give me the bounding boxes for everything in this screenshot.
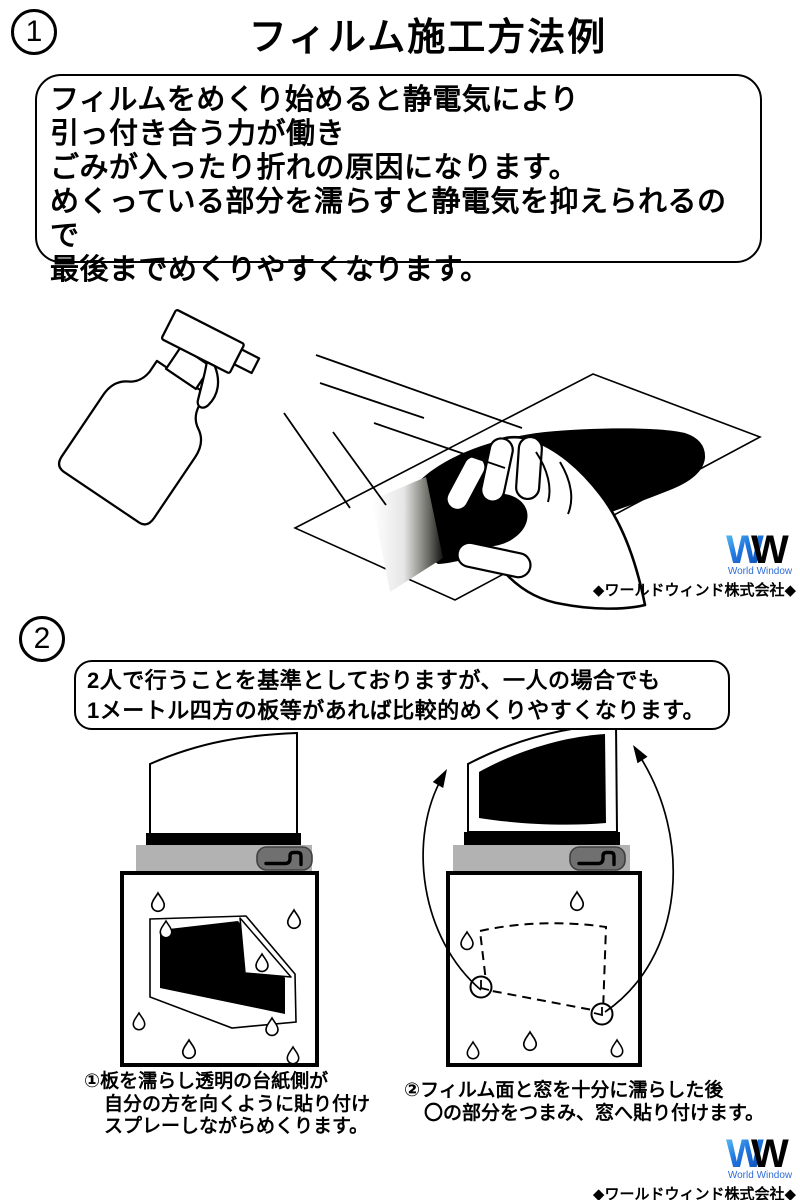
transfer-arrow-right: [604, 751, 674, 1013]
company-name: ◆ワールドウィンド株式会社◆: [592, 1186, 796, 1200]
spray-lines: [283, 354, 523, 509]
finger: [480, 437, 514, 503]
caption-line: スプレーしながらめくります。: [104, 1116, 369, 1137]
svg-text:World Window: World Window: [728, 1170, 793, 1181]
door-handle-icon: [255, 845, 314, 872]
hand-peeling-film: [445, 435, 647, 610]
note-box-2: 2人で行うことを基準としておりますが、一人の場合でも 1メートル四方の板等があれ…: [74, 660, 730, 730]
note-line: めくっている部分を濡らすと静電気を抑えられるので: [50, 186, 727, 252]
note-line: フィルムをめくり始めると静電気により: [50, 84, 580, 116]
world-window-logo: W W World Window ◆ワールドウィンド株式会社◆: [580, 530, 796, 600]
note-line: 1メートル四方の板等があれば比較的めくりやすくなります。: [87, 698, 706, 723]
spray-bottle-illustration: [57, 309, 261, 526]
door-handle-icon: [568, 845, 627, 872]
caption-right: ②フィルム面と窓を十分に濡らした後 〇の部分をつまみ、窓へ貼り付けます。: [404, 1080, 764, 1125]
step-number-1: 1: [11, 9, 57, 55]
pinched-film-corner: [456, 493, 528, 547]
caption-left: ①板を濡らし透明の台紙側が 自分の方を向くように貼り付け スプレーしながらめくり…: [84, 1071, 370, 1139]
film-dashed-outline: [478, 922, 608, 1014]
page-title: フィルム施工方法例: [248, 17, 608, 59]
svg-text:W: W: [751, 530, 789, 572]
world-window-logo: W W World Window ◆ワールドウィンド株式会社◆: [580, 1134, 796, 1200]
window-after-illustration: [453, 722, 630, 872]
svg-text:W: W: [751, 1134, 789, 1176]
window-glass: [149, 731, 298, 846]
step-number-2: 2: [19, 616, 65, 662]
note-line: 最後までめくりやすくなります。: [50, 254, 490, 286]
finger: [445, 455, 487, 511]
note-line: ごみが入ったり折れの原因になります。: [50, 152, 579, 184]
svg-text:W: W: [726, 530, 764, 572]
company-name: ◆ワールドウィンド株式会社◆: [592, 582, 796, 599]
caption-line: ①板を濡らし透明の台紙側が: [84, 1071, 329, 1092]
ww-logo-icon: W W World Window: [726, 530, 793, 577]
transfer-arrows: [422, 745, 674, 1013]
thumb: [456, 541, 532, 579]
folded-corner: [239, 917, 292, 978]
sprayer-trigger: [196, 360, 220, 409]
caption-line: 〇の部分をつまみ、窓へ貼り付けます。: [424, 1102, 765, 1124]
applied-film: [479, 734, 606, 825]
arrowhead: [633, 745, 648, 764]
wet-board-illustration: [120, 871, 319, 1067]
window-seal-strip: [464, 832, 620, 845]
ww-logo-icon: W W World Window: [726, 1134, 793, 1181]
caption-line: 自分の方を向くように貼り付け: [104, 1093, 371, 1115]
svg-text:W: W: [726, 1134, 764, 1176]
caption-line: ②フィルム面と窓を十分に濡らした後: [404, 1080, 724, 1101]
svg-text:World Window: World Window: [728, 566, 793, 577]
transfer-arrow-left: [422, 775, 482, 991]
finger: [515, 435, 543, 501]
note-box-1: フィルムをめくり始めると静電気により 引っ付き合う力が働き ごみが入ったり折れの…: [35, 74, 762, 286]
arrowhead: [432, 769, 447, 788]
peeled-backing: [372, 477, 443, 592]
sprayer-nozzle: [233, 348, 261, 375]
note-line: 2人で行うことを基準としておりますが、一人の場合でも: [87, 668, 661, 693]
board-outline-illustration: [446, 871, 642, 1067]
window-seal-strip: [146, 833, 301, 845]
board: [446, 871, 642, 1067]
finger-creases: [535, 451, 573, 515]
note-line: 引っ付き合う力が働き: [50, 118, 346, 150]
window-before-illustration: [136, 731, 314, 872]
